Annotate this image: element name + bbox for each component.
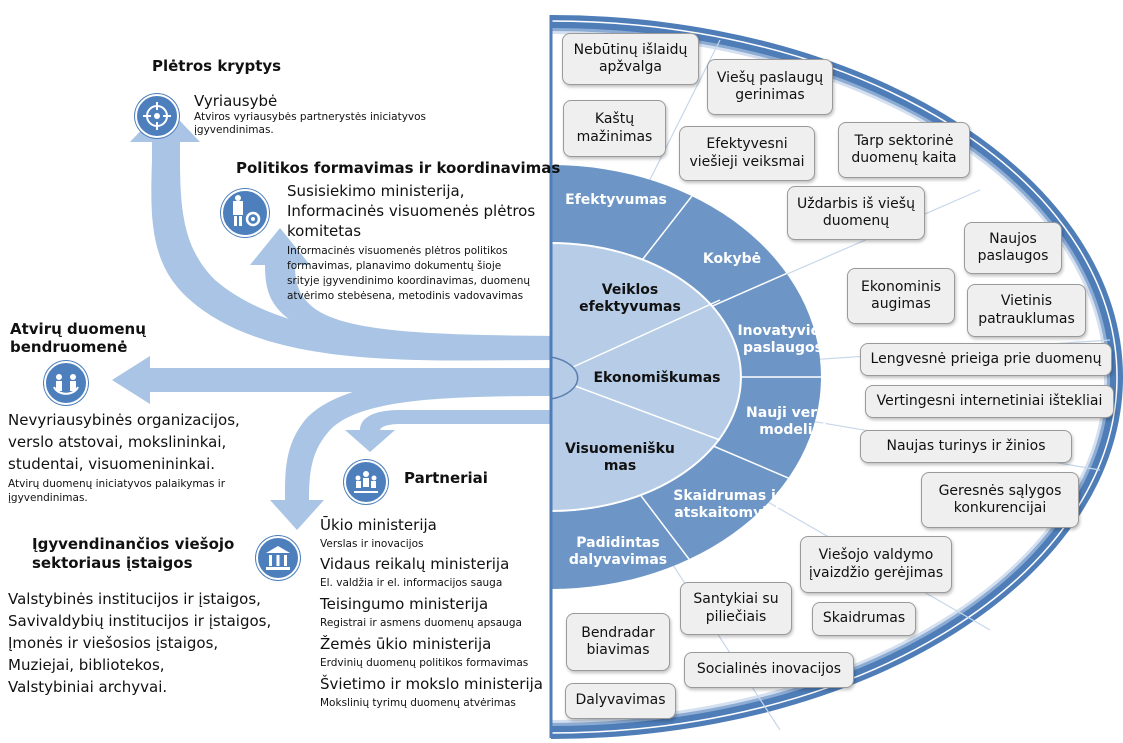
partner-name: Teisingumo ministerija [320,595,489,613]
partner-name: Vidaus reikalų ministerija [320,555,510,573]
bendruomene-title-line: bendruomenė [10,338,128,356]
outcome-box: Skaidrumas [812,602,916,636]
outcome-box: Ekonominis augimas [847,268,955,324]
outcome-box: Santykiai su piliečiais [680,582,792,635]
outcome-box: Viešojo valdymo įvaizdžio gerėjimas [800,536,952,593]
istaigos-title-line: Įgyvendinančios viešojo [32,535,235,553]
istaigos-title-line: sektoriaus įstaigos [32,554,193,572]
ring-inovatyvios-paslaugos: Inovatyvios paslaugos [737,323,829,356]
bendruomene-who-line: Nevyriausybinės organizacijos, [8,411,240,429]
politikos-title: Politikos formavimas ir koordinavimas [236,159,561,177]
partner-desc: Erdvinių duomenų politikos formavimas [320,657,529,669]
bendruomene-who-line: studentai, visuomenininkai. [8,455,216,473]
flow-arrows [112,105,560,530]
outcome-box: Naujos paslaugos [964,222,1062,274]
outcome-box: Socialinės inovacijos [684,652,854,688]
ring-kokybe: Kokybė [702,251,762,267]
bendruomene-who-line: verslo atstovai, mokslininkai, [8,433,227,451]
partner-desc: Mokslinių tyrimų duomenų atvėrimas [320,697,516,709]
politikos-desc-line: formavimas, planavimo dokumentų šioje [287,260,502,272]
ring-efektyvumas: Efektyvumas [565,192,667,208]
partners-group-icon [344,460,388,504]
outcome-box: Dalyvavimas [565,683,676,719]
partner-desc: El. valdžia ir el. informacijos sauga [320,577,503,589]
pletros-desc-line: įgyvendinimas. [194,124,274,136]
outcome-box: Geresnės sąlygos konkurencijai [921,472,1079,528]
istaigos-item: Įmonės ir viešosios įstaigos, [8,634,219,652]
politikos-who-line: Susisiekimo ministerija, [287,182,465,200]
outcome-box: Vietinis patrauklumas [967,284,1086,337]
presenter-gear-icon [221,189,269,237]
politikos-who-line: komitetas [287,222,362,240]
inner-veiklos-efektyvumas: Veiklos efektyvumas [579,282,681,315]
pletros-title: Plėtros kryptys [152,57,282,75]
outcome-box: Tarp sektorinė duomenų kaita [838,122,970,178]
politikos-who-line: Informacinės visuomenės plėtros [287,202,536,220]
partner-name: Ūkio ministerija [320,516,437,534]
partner-name: Švietimo ir mokslo ministerija [320,675,543,693]
community-icon [44,361,88,405]
outcome-box: Uždarbis iš viešų duomenų [787,186,925,240]
inner-visuomeniskumas: Visuomenišku mas [565,441,675,474]
politikos-desc-line: srityje įgyvendinimo koordinavimas, duom… [287,275,531,287]
partner-desc: Verslas ir inovacijos [320,538,424,550]
bendruomene-desc-line: įgyvendinimas. [8,492,88,504]
outcome-box: Nebūtinų išlaidų apžvalga [562,33,699,85]
outcome-box: Viešų paslaugų gerinimas [707,59,833,115]
bendruomene-title-line: Atvirų duomenų [10,320,146,338]
partner-desc: Registrai ir asmens duomenų apsauga [320,617,522,629]
outcome-box: Bendradar biavimas [566,613,670,671]
ring-nauji-verslo-modeliai: Nauji verslo modeliai [746,405,840,438]
ring-padidintas-dalyvavimas: Padidintas dalyvavimas [568,535,668,568]
istaigos-item: Valstybinės institucijos ir įstaigos, [8,590,261,608]
ring-skaidrumas-atskaitomybe: Skaidrumas ir atskaitomybė [673,488,783,521]
partner-name: Žemės ūkio ministerija [320,635,492,653]
inner-ekonomiskumas: Ekonomiškumas [593,370,721,386]
outcome-box: Kaštų mažinimas [563,100,666,157]
outcome-box: Efektyvesni viešieji veiksmai [679,126,815,181]
pletros-desc-line: Atviros vyriausybės partnerystės iniciat… [194,111,427,123]
bendruomene-desc-line: Atvirų duomenų iniciatyvos palaikymas ir [8,478,226,490]
istaigos-item: Muziejai, bibliotekos, [8,656,165,674]
istaigos-item: Savivaldybių institucijos ir įstaigos, [8,612,272,630]
partneriai-title: Partneriai [404,469,488,487]
outcome-box: Vertingesni internetiniai ištekliai [865,385,1114,418]
government-building-icon [256,536,300,580]
outcome-box: Lengvesnė prieiga prie duomenų [860,343,1112,376]
politikos-desc-line: Informacinės visuomenės plėtros politiko… [287,245,508,257]
politikos-desc-line: atvėrimo stebėsena, metodinis vadovavima… [287,290,524,302]
outcome-box: Naujas turinys ir žinios [860,430,1072,463]
pletros-who: Vyriausybė [194,92,278,110]
istaigos-item: Valstybiniai archyvai. [8,678,168,696]
crosshair-icon [135,94,179,138]
